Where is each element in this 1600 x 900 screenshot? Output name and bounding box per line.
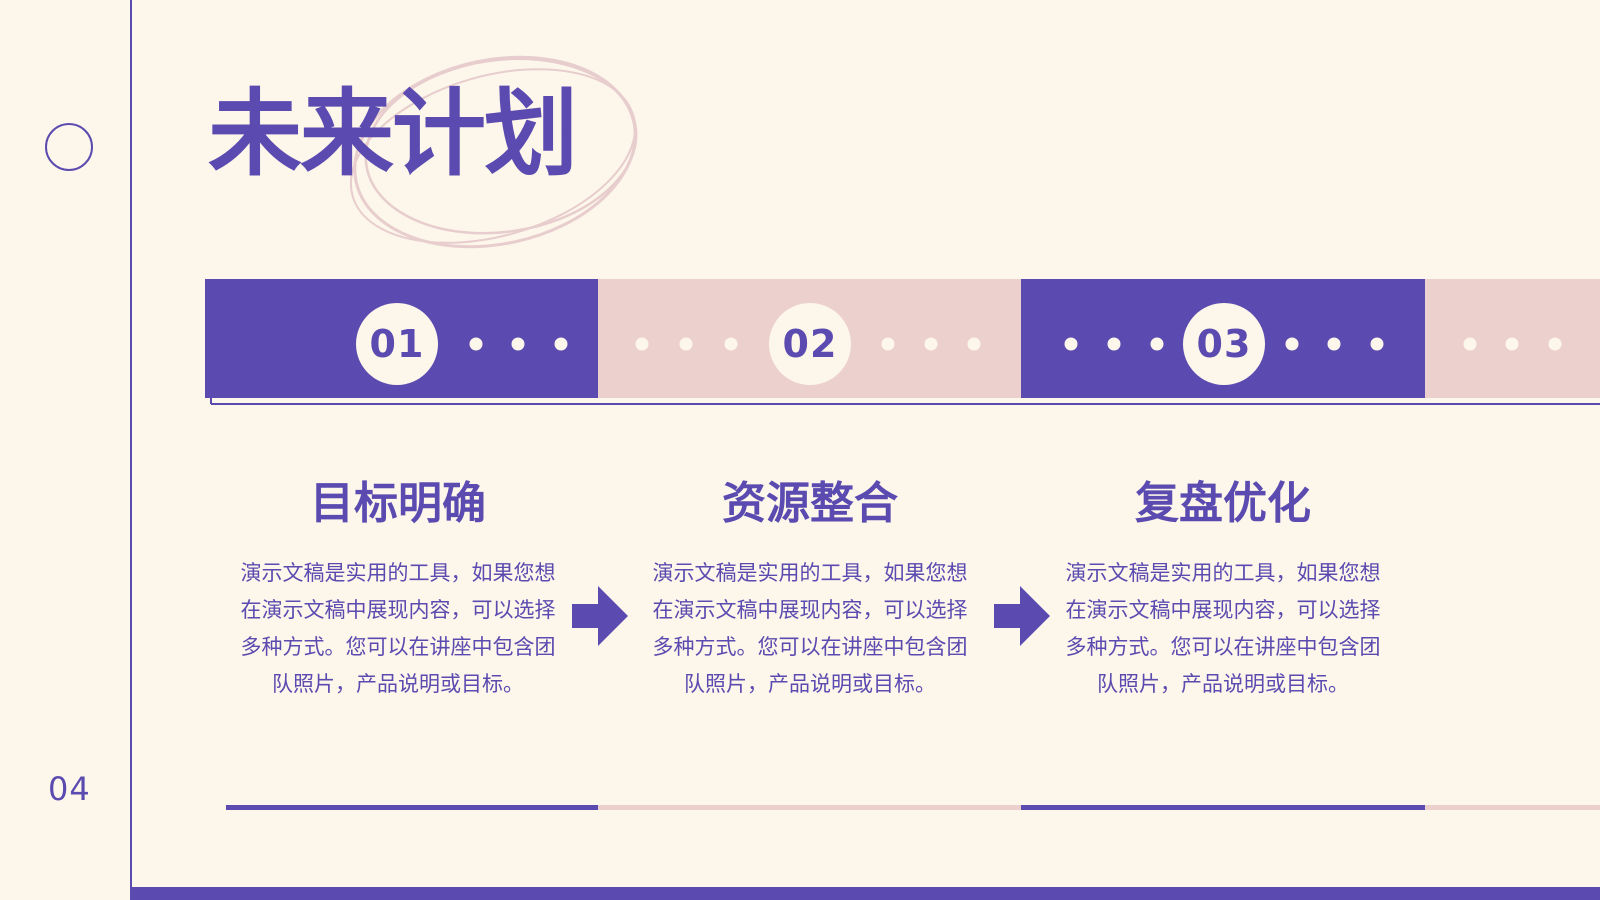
bottom-bar: [130, 887, 1600, 900]
step-underline-2: [598, 805, 1021, 810]
step-body: 演示文稿是实用的工具，如果您想在演示文稿中展现内容，可以选择多种方式。您可以在讲…: [240, 560, 556, 696]
step-body: 演示文稿是实用的工具，如果您想在演示文稿中展现内容，可以选择多种方式。您可以在讲…: [1065, 560, 1381, 696]
step-underline-4: [1425, 805, 1600, 810]
step-column-1: 目标明确 演示文稿是实用的工具，如果您想在演示文稿中展现内容，可以选择多种方式。…: [228, 478, 568, 703]
circle-outline-icon: [45, 123, 93, 171]
step-column-3: 复盘优化 演示文稿是实用的工具，如果您想在演示文稿中展现内容，可以选择多种方式。…: [1053, 478, 1393, 703]
step-heading: 复盘优化: [1135, 478, 1311, 529]
step-heading: 目标明确: [310, 478, 486, 529]
step-underline-3: [1021, 805, 1425, 810]
step-badge-01: 01: [356, 303, 438, 385]
step-heading: 资源整合: [722, 478, 898, 529]
page-number: 04: [48, 770, 91, 808]
step-body: 演示文稿是实用的工具，如果您想在演示文稿中展现内容，可以选择多种方式。您可以在讲…: [652, 560, 968, 696]
arrow-right-icon: [994, 586, 1050, 646]
step-underline-1: [226, 805, 598, 810]
step-badge-02: 02: [769, 303, 851, 385]
step-column-2: 资源整合 演示文稿是实用的工具，如果您想在演示文稿中展现内容，可以选择多种方式。…: [640, 478, 980, 703]
left-vertical-line: [130, 0, 132, 900]
step-badge-03: 03: [1183, 303, 1265, 385]
arrow-right-icon: [572, 586, 628, 646]
page-title: 未来计划: [208, 80, 578, 189]
scribble-circle-icon: [349, 55, 638, 249]
